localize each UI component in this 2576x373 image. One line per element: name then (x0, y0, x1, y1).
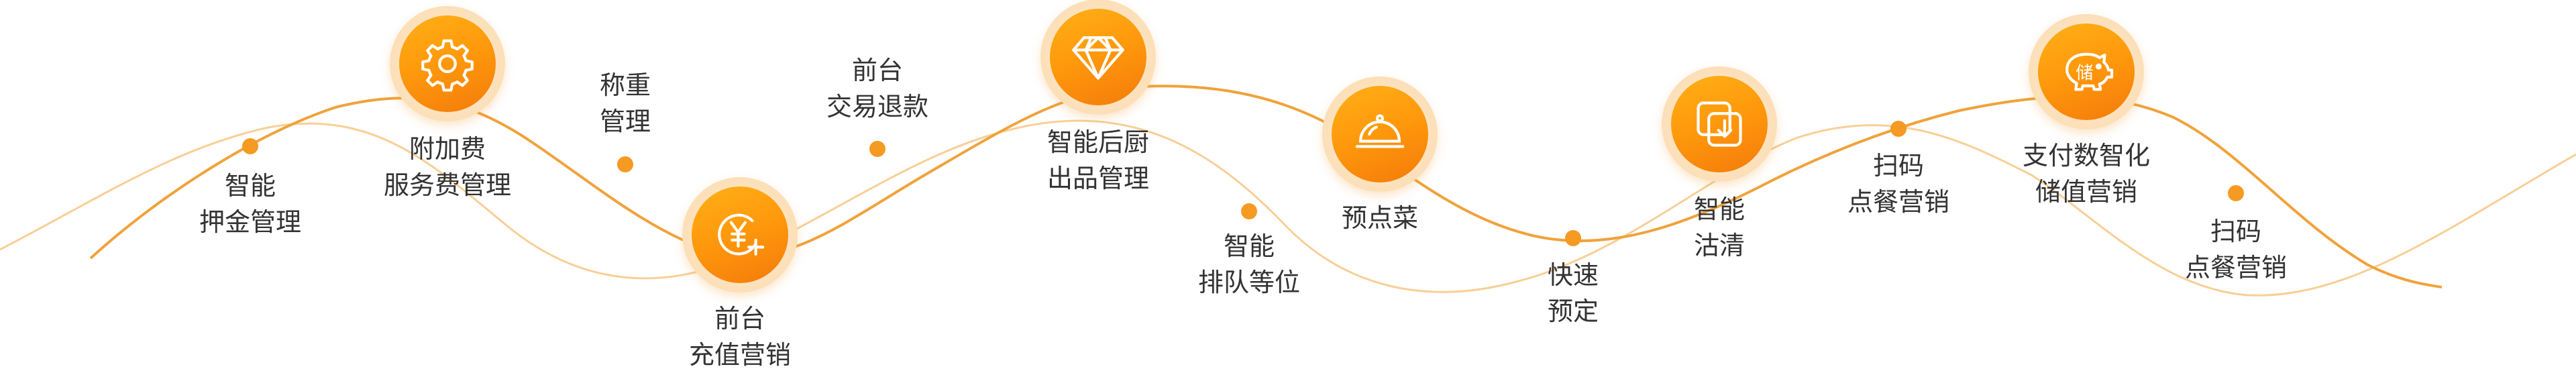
feature-label-line: 称重 (599, 70, 651, 100)
feature-node-clear (1662, 66, 1777, 182)
feature-label-weighing: 称重管理 (600, 67, 651, 140)
feature-label-line: 前台 (851, 56, 904, 85)
feature-label-line: 交易退款 (826, 92, 929, 121)
feature-label-line: 扫码 (1872, 151, 1925, 180)
feature-label-line: 出品管理 (1046, 164, 1150, 193)
feature-node-preorder (1322, 76, 1438, 192)
feature-label-line: 服务费管理 (383, 170, 512, 200)
feature-dot-reserve (1565, 230, 1581, 246)
feature-label-line: 快速 (1547, 260, 1599, 290)
diamond-icon (1050, 9, 1146, 105)
feature-label-stored: 支付数智化储值营销 (2023, 138, 2150, 210)
feature-label-kitchen: 智能后厨出品管理 (1047, 124, 1149, 197)
feature-label-line: 支付数智化 (2022, 141, 2151, 170)
feature-label-reserve: 快速预定 (1548, 257, 1599, 329)
feature-node-stored: 储 (2029, 14, 2144, 129)
feature-label-line: 前台 (714, 304, 766, 333)
feature-label-queue: 智能排队等位 (1198, 228, 1300, 301)
feature-label-line: 智能 (224, 171, 276, 201)
clear-icon (1671, 76, 1768, 172)
piggy-bank-icon-text: 储 (2076, 64, 2093, 84)
feature-label-line: 智能后厨 (1046, 127, 1150, 157)
feature-label-deposit: 智能押金管理 (199, 168, 301, 240)
feature-label-line: 智能 (1223, 231, 1275, 261)
piggy-bank-icon: 储 (2038, 23, 2135, 120)
feature-node-recharge (682, 177, 798, 292)
feature-node-kitchen (1040, 0, 1156, 115)
wave-curve-light (0, 119, 2576, 297)
feature-label-line: 附加费 (409, 134, 486, 164)
feature-dot-weighing (617, 156, 633, 172)
feature-label-line: 预点菜 (1341, 203, 1419, 233)
feature-label-refund: 前台交易退款 (826, 52, 928, 125)
feature-label-preorder: 预点菜 (1342, 200, 1418, 236)
feature-label-line: 预定 (1547, 297, 1599, 326)
feature-label-clear: 智能沽清 (1694, 191, 1745, 264)
feature-node-surcharge (390, 6, 505, 121)
feature-dot-deposit (242, 138, 258, 154)
feature-label-line: 点餐营销 (2184, 253, 2288, 282)
feature-label-line: 扫码 (2210, 217, 2262, 246)
feature-label-scan2: 扫码点餐营销 (2185, 213, 2287, 286)
feature-label-line: 智能 (1693, 195, 1746, 224)
feature-label-line: 储值营销 (2035, 177, 2138, 207)
feature-label-line: 充值营销 (688, 340, 792, 370)
feature-label-line: 排队等位 (1197, 268, 1301, 297)
feature-dot-queue (1241, 203, 1257, 219)
feature-label-line: 管理 (599, 107, 651, 136)
cloche-icon (1332, 86, 1428, 182)
gear-icon (399, 15, 496, 112)
yen-plus-icon (692, 186, 788, 283)
feature-label-surcharge: 附加费服务费管理 (384, 131, 511, 203)
feature-label-recharge: 前台充值营销 (689, 301, 791, 373)
feature-dot-scan2 (2228, 185, 2244, 201)
feature-label-scan1: 扫码点餐营销 (1847, 148, 1949, 220)
feature-dot-scan1 (1890, 121, 1907, 137)
feature-label-line: 点餐营销 (1847, 187, 1950, 217)
feature-label-line: 沽清 (1693, 231, 1746, 260)
feature-label-line: 押金管理 (199, 207, 302, 237)
feature-dot-refund (869, 141, 885, 157)
